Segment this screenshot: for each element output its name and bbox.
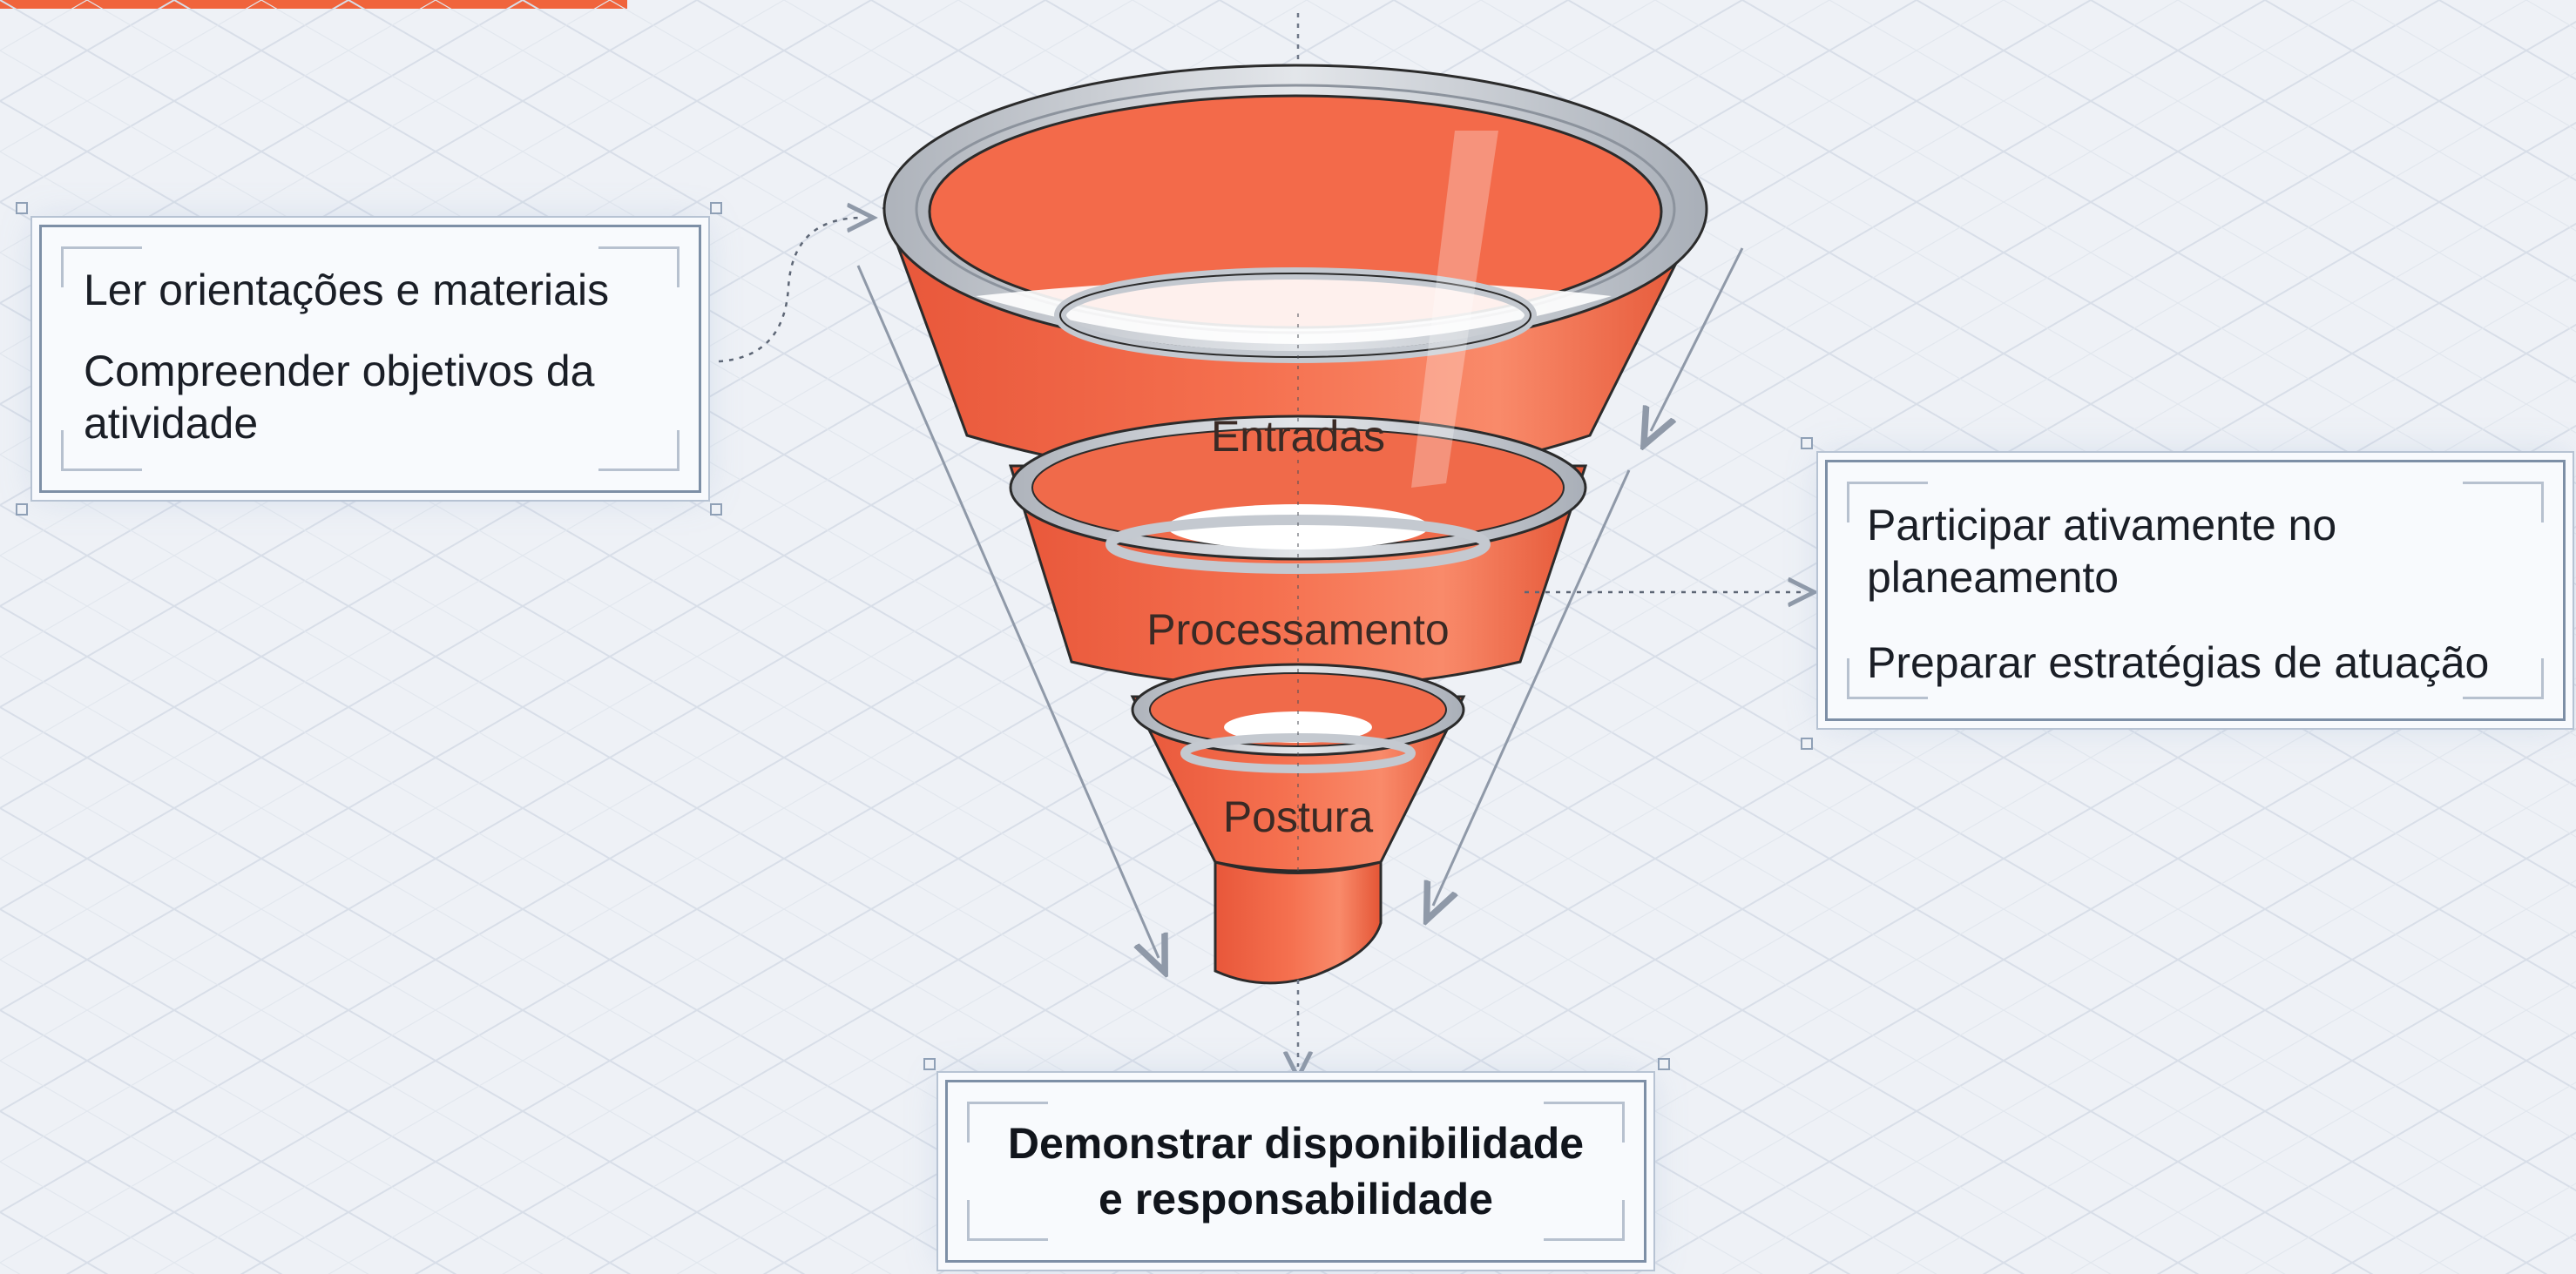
callout-frame	[967, 1102, 1625, 1241]
handle	[710, 503, 722, 516]
left-flow-arrow	[856, 265, 1159, 958]
stage-label-postura: Postura	[1223, 792, 1374, 841]
handle	[1658, 1058, 1670, 1070]
handle	[1801, 437, 1813, 449]
output-callout-box: Demonstrar disponibilidade e responsabil…	[945, 1080, 1646, 1263]
stage-label-entradas: Entradas	[1211, 412, 1385, 461]
left-item-1: Ler orientações e materiais	[84, 266, 610, 314]
right-item-1: Participar ativamente no planeamento	[1867, 501, 2337, 602]
funnel-ring-3	[1131, 663, 1465, 773]
left-callout-box: Ler orientações e materiais Compreender …	[39, 225, 701, 493]
handle	[710, 202, 722, 214]
funnel-spout	[1214, 860, 1383, 985]
handle	[16, 503, 28, 516]
left-item-2: Compreender objetivos da atividade	[84, 347, 595, 448]
callout-frame	[1847, 482, 2544, 699]
right-flow-arrow-top	[1651, 247, 1744, 431]
callout-frame	[61, 246, 679, 471]
stage-label-processamento: Processamento	[1146, 605, 1449, 654]
funnel-ring-2	[1009, 415, 1587, 574]
funnel-top-rim	[882, 64, 1708, 363]
output-text-line-1: Demonstrar disponibilidade	[1007, 1119, 1585, 1168]
gloss-highlight	[1411, 131, 1498, 488]
handle	[1801, 738, 1813, 750]
handle	[16, 202, 28, 214]
output-text-line-2: e responsabilidade	[1099, 1175, 1493, 1223]
left-connector	[718, 218, 862, 363]
right-item-2: Preparar estratégias de atuação	[1867, 638, 2490, 687]
handle	[923, 1058, 936, 1070]
right-callout-box: Participar ativamente no planeamento Pre…	[1825, 460, 2566, 721]
right-flow-arrow-bottom	[1433, 469, 1631, 906]
